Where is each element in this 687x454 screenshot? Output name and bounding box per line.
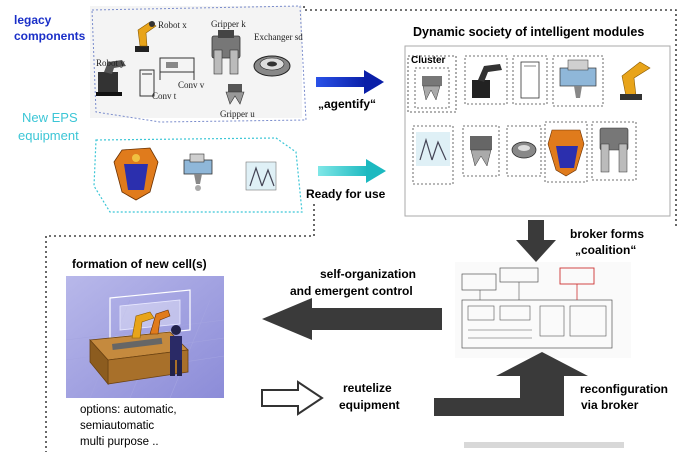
- legacy-panel-outline: [91, 5, 307, 123]
- exchanger-sd-icon: [253, 55, 291, 77]
- self-organization-arrow: [262, 298, 442, 340]
- agentify-arrow: [316, 70, 384, 94]
- self-org-label-line2: and emergent control: [290, 284, 413, 298]
- eps-module-icon-blue: [183, 153, 213, 191]
- dynamic-society-title: Dynamic society of intelligent modules: [413, 25, 644, 39]
- exchanger-sd-label: Exchanger sd: [254, 32, 303, 42]
- eps-module-icon-gripper: [245, 161, 277, 191]
- options-line2: semiautomatic: [80, 420, 154, 432]
- gripper-k-icon: [211, 30, 241, 75]
- broker-label-line2: „coalition“: [575, 243, 636, 257]
- module-card-conveyor: [512, 55, 548, 105]
- module-card-exchanger: [506, 125, 542, 177]
- cluster-label: Cluster: [411, 55, 446, 66]
- new-eps-panel-outline: [93, 137, 303, 213]
- reconfig-label-line2: via broker: [581, 398, 639, 412]
- eps-module-icon-orange: [113, 147, 159, 201]
- agentify-label: „agentify“: [318, 97, 376, 111]
- reutelize-arrow: [261, 380, 324, 416]
- module-card-gripper-k: [591, 121, 637, 181]
- gripper-u-label: Gripper u: [220, 109, 255, 119]
- outer-dotted-border-top: [303, 6, 677, 228]
- module-card-robot-orange: [607, 56, 665, 106]
- options-line1: options: automatic,: [80, 404, 177, 416]
- cropped-caption-remnant: [464, 442, 624, 448]
- new-eps-label-line1: New EPS: [22, 110, 78, 125]
- reconfiguration-arrow: [434, 352, 588, 416]
- broker-down-arrow: [516, 220, 556, 262]
- module-card-gripper: [414, 67, 450, 109]
- module-card-blue-unit: [552, 55, 604, 107]
- ready-for-use-label: Ready for use: [306, 187, 386, 201]
- legacy-label-line2: components: [14, 29, 86, 43]
- robot-y-icon: [96, 60, 126, 96]
- robot-x-icon: [135, 21, 157, 52]
- gripper-k-label: Gripper k: [211, 19, 246, 29]
- reutelize-label-line2: equipment: [339, 398, 400, 412]
- module-card-robot-black: [464, 55, 508, 105]
- cluster-outline: [407, 55, 457, 113]
- conveyor-v-label: Conv v: [178, 80, 205, 90]
- gripper-u-icon: [225, 84, 245, 105]
- formation-label: formation of new cell(s): [72, 257, 207, 271]
- robot-y-label: Robot y: [96, 58, 125, 68]
- reutelize-label-line1: reutelize: [343, 381, 392, 395]
- conveyor-v-icon: [159, 57, 195, 80]
- broker-label-line1: broker forms: [570, 227, 644, 241]
- new-cell-illustration: [65, 276, 225, 399]
- ready-for-use-arrow: [318, 159, 386, 183]
- module-card-assembly: [412, 125, 454, 185]
- self-org-label-line1: self-organization: [320, 267, 416, 281]
- module-card-orange-eps: [544, 121, 588, 183]
- new-eps-label-line2: equipment: [18, 128, 79, 143]
- conveyor-t-label: Conv t: [152, 91, 177, 101]
- reconfig-label-line1: reconfiguration: [580, 382, 668, 396]
- module-card-gripper-2: [462, 125, 500, 177]
- legacy-label-line1: legacy: [14, 13, 52, 27]
- outer-dotted-border-left: [45, 204, 315, 452]
- robot-x-label: Robot x: [158, 20, 187, 30]
- conveyor-t-icon: [139, 69, 155, 97]
- options-line3: multi purpose ..: [80, 436, 159, 448]
- broker-architecture-diagram: [455, 262, 631, 358]
